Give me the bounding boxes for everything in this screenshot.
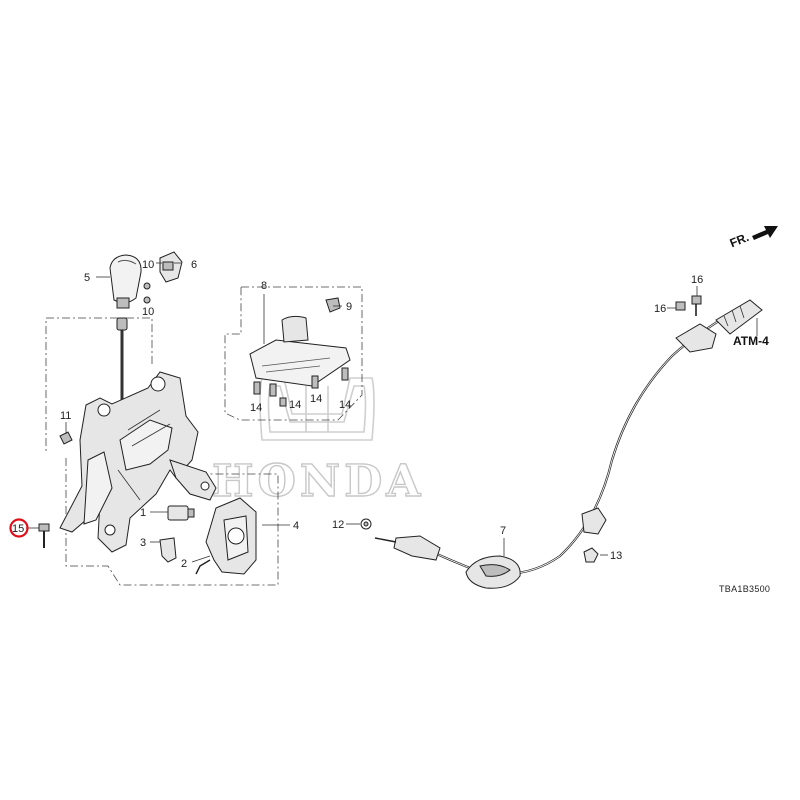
- front-direction-label: FR.: [728, 230, 751, 250]
- leader-lines: [26, 262, 758, 563]
- callout-10-bottom: 10: [142, 306, 154, 318]
- shift-lever-assembly-boundary: [45, 317, 279, 586]
- callout-15: 15: [12, 523, 24, 535]
- front-direction-indicator: FR.: [728, 226, 778, 250]
- shift-lever-base: [59, 317, 217, 553]
- highlight-ring-15: [9, 518, 29, 538]
- bolt-15: [38, 523, 50, 548]
- callout-14-b: 14: [289, 399, 301, 411]
- callout-11: 11: [60, 410, 71, 422]
- shift-boot-8: [249, 315, 351, 407]
- callouts: 5 10 6 10 8 9 14 14 14 14 11 1 3 2 4 12 …: [9, 259, 703, 570]
- nut-13: [583, 547, 599, 563]
- diagram-code: TBA1B3500: [719, 584, 770, 594]
- callout-5: 5: [84, 272, 90, 284]
- bracket-3: [159, 537, 177, 563]
- honda-wordmark: HONDA: [212, 456, 424, 507]
- shift-indicator-cover: [143, 251, 183, 304]
- callout-14-a: 14: [250, 402, 262, 414]
- honda-watermark: HONDA: [211, 377, 424, 508]
- callout-6: 6: [191, 259, 197, 271]
- shift-cable-7: [374, 299, 763, 589]
- callout-13: 13: [610, 550, 622, 562]
- callout-7: 7: [500, 525, 506, 537]
- honda-logo-mark: [259, 377, 375, 441]
- atm-reference-label: ATM-4: [733, 334, 769, 348]
- callout-14-c: 14: [310, 393, 322, 405]
- callout-8: 8: [261, 280, 267, 292]
- callout-2: 2: [181, 558, 187, 570]
- callout-3: 3: [140, 537, 146, 549]
- shift-knob: [109, 254, 142, 309]
- callout-10-top: 10: [142, 259, 154, 271]
- callout-14-d: 14: [339, 399, 351, 411]
- callout-9: 9: [346, 301, 352, 313]
- callout-1: 1: [140, 507, 146, 519]
- bolt-16: [675, 295, 702, 316]
- shift-solenoid-1: [167, 505, 195, 521]
- callout-16-left: 16: [654, 303, 666, 315]
- callout-12: 12: [332, 519, 344, 531]
- front-arrow-icon: [752, 226, 778, 240]
- clip-9: [325, 297, 341, 313]
- console-boundary: [224, 286, 363, 421]
- washer-12: [360, 518, 372, 530]
- callout-4: 4: [293, 520, 299, 532]
- shift-lock-unit-4: [195, 497, 257, 575]
- callout-16-top: 16: [691, 274, 703, 286]
- clip-11: [59, 431, 73, 445]
